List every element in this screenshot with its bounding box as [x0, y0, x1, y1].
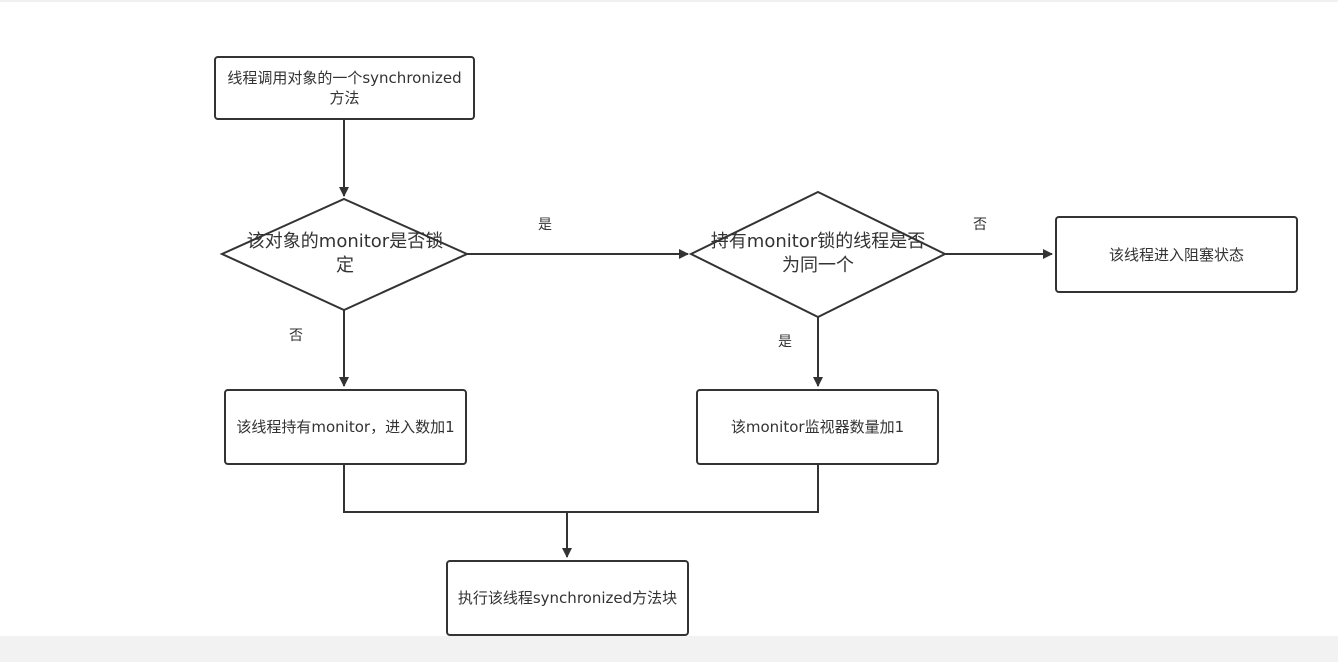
bottom-bar: [0, 636, 1338, 662]
edge-label-locked-no: 否: [289, 328, 303, 344]
decision-locked-label: 该对象的monitor是否锁定: [246, 231, 444, 276]
node-execute-label: 执行该线程synchronized方法块: [457, 589, 678, 607]
node-execute[interactable]: 执行该线程synchronized方法块: [446, 560, 689, 636]
node-increment-label: 该monitor监视器数量加1: [730, 418, 905, 436]
edge-label-same-thread-yes: 是: [778, 334, 792, 350]
node-blocked-label: 该线程进入阻塞状态: [1108, 245, 1244, 264]
decision-same-thread-label: 持有monitor锁的线程是否为同一个: [710, 231, 926, 276]
edge-label-locked-yes: 是: [538, 217, 552, 233]
node-acquire-label: 该线程持有monitor，进入数加1: [236, 418, 455, 436]
node-acquire[interactable]: 该线程持有monitor，进入数加1: [224, 389, 467, 465]
node-increment[interactable]: 该monitor监视器数量加1: [696, 389, 939, 465]
top-border: [0, 0, 1338, 2]
node-blocked[interactable]: 该线程进入阻塞状态: [1055, 216, 1298, 293]
edge-merge-to-execute: [343, 465, 819, 513]
edge-label-same-thread-no: 否: [973, 217, 987, 233]
node-start[interactable]: 线程调用对象的一个synchronized方法: [214, 56, 475, 120]
node-start-label: 线程调用对象的一个synchronized方法: [227, 69, 462, 107]
